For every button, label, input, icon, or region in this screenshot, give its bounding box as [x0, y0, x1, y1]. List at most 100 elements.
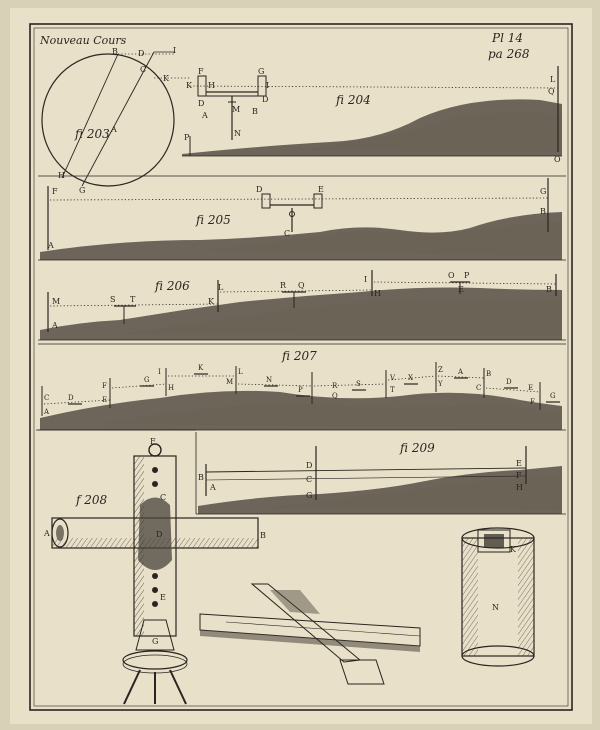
svg-text:S: S — [356, 380, 361, 388]
svg-text:K: K — [208, 297, 215, 306]
svg-text:G: G — [550, 392, 556, 400]
svg-text:G: G — [306, 491, 312, 500]
svg-text:I: I — [158, 368, 161, 376]
svg-text:B: B — [252, 107, 258, 116]
svg-text:D: D — [198, 99, 204, 108]
header-plate-number: Pl 14 — [491, 31, 523, 45]
figure-207-label: fi 207 — [281, 349, 317, 363]
svg-text:G: G — [79, 186, 85, 195]
svg-text:P: P — [184, 133, 190, 142]
svg-text:E: E — [160, 593, 166, 602]
svg-text:L: L — [218, 283, 224, 292]
svg-text:K: K — [186, 81, 193, 90]
svg-text:H: H — [168, 384, 174, 392]
svg-text:X: X — [408, 374, 413, 382]
svg-text:A: A — [457, 368, 464, 376]
svg-text:D: D — [156, 530, 162, 539]
svg-text:C: C — [140, 65, 146, 74]
svg-text:B: B — [546, 285, 552, 294]
svg-text:F: F — [150, 437, 156, 446]
svg-text:F: F — [516, 471, 522, 480]
figure-204-levelling-instrument: F G K H I D D A M B N P L Q O fi 204 — [182, 66, 562, 164]
svg-text:N: N — [234, 129, 241, 138]
svg-text:B: B — [260, 531, 266, 540]
svg-text:F: F — [198, 67, 204, 76]
svg-text:T: T — [390, 386, 395, 394]
svg-text:E: E — [516, 459, 522, 468]
svg-text:R: R — [332, 382, 338, 390]
svg-text:N: N — [266, 376, 272, 384]
svg-text:I: I — [266, 81, 269, 90]
svg-text:B: B — [198, 473, 204, 482]
svg-text:O: O — [448, 271, 455, 280]
figure-203-circle-diagram: B D I C K A H G fi 203 — [41, 46, 190, 195]
figure-208-label: f 208 — [75, 493, 108, 507]
svg-text:Z: Z — [438, 366, 443, 374]
figure-205-levelling: F A D E C G B fi 205 — [38, 175, 566, 261]
figure-206-label: fi 206 — [154, 279, 190, 293]
figure-203-label: fi 203 — [74, 127, 110, 141]
plate-inner-border — [33, 27, 569, 707]
svg-text:E: E — [318, 185, 324, 194]
svg-text:G: G — [258, 67, 264, 76]
svg-text:A: A — [43, 408, 50, 416]
figure-209-label: fi 209 — [399, 441, 435, 455]
svg-text:B: B — [486, 370, 491, 378]
svg-text:K: K — [163, 74, 170, 83]
svg-text:K: K — [198, 364, 204, 372]
svg-text:Y: Y — [437, 380, 443, 388]
svg-text:E: E — [458, 285, 464, 294]
header-page-ref: pa 268 — [488, 47, 530, 61]
svg-text:O: O — [554, 155, 561, 164]
figure-209-levelling: B A D C G E F H fi 209 — [195, 432, 566, 515]
svg-text:G: G — [540, 187, 546, 196]
figure-207-levelling: C A D F E G I H K M L N P R Q S V T X Z … — [38, 343, 566, 431]
svg-text:L: L — [238, 368, 243, 376]
svg-text:B: B — [540, 207, 546, 216]
svg-text:D: D — [306, 461, 312, 470]
svg-text:C: C — [160, 493, 166, 502]
cross-trough-drawing — [199, 583, 421, 685]
svg-text:E: E — [528, 384, 533, 392]
svg-text:R: R — [280, 281, 287, 290]
svg-text:F: F — [530, 398, 535, 406]
svg-text:C: C — [44, 394, 49, 402]
svg-text:D: D — [256, 185, 262, 194]
svg-text:D: D — [68, 394, 74, 402]
svg-text:I: I — [173, 46, 176, 55]
figure-205-label: fi 205 — [195, 213, 231, 227]
svg-text:D: D — [506, 378, 512, 386]
svg-text:C: C — [476, 384, 481, 392]
svg-text:D: D — [262, 95, 268, 104]
figure-208-cross-level-instrument: F C A D B E G f 208 — [43, 437, 266, 705]
svg-text:A: A — [47, 241, 54, 250]
svg-text:V: V — [389, 374, 396, 382]
plate-border — [29, 23, 573, 711]
svg-text:T: T — [130, 295, 136, 304]
svg-text:F: F — [102, 382, 107, 390]
svg-text:S: S — [110, 295, 115, 304]
figure-204-label: fi 204 — [335, 93, 371, 107]
svg-text:A: A — [110, 125, 117, 134]
cylinder-drawing: K N — [461, 527, 535, 667]
svg-text:Q: Q — [332, 392, 338, 400]
header-nouveau-cours: Nouveau Cours — [39, 34, 127, 47]
svg-text:L: L — [550, 75, 556, 84]
svg-text:Q: Q — [548, 87, 555, 96]
svg-text:H: H — [208, 81, 215, 90]
svg-text:G: G — [152, 637, 158, 646]
svg-text:A: A — [43, 529, 50, 538]
svg-text:H: H — [516, 483, 523, 492]
svg-text:F: F — [52, 187, 58, 196]
svg-text:M: M — [52, 297, 60, 306]
svg-text:G: G — [144, 376, 150, 384]
svg-text:P: P — [464, 271, 470, 280]
svg-text:A: A — [201, 111, 208, 120]
svg-text:M: M — [232, 105, 240, 114]
figure-206-levelling: M A S T K L R Q I H O P E B fi 206 — [38, 270, 566, 341]
svg-text:E: E — [102, 396, 107, 404]
svg-text:D: D — [138, 49, 144, 58]
svg-text:B: B — [112, 47, 118, 56]
svg-text:A: A — [51, 321, 58, 330]
